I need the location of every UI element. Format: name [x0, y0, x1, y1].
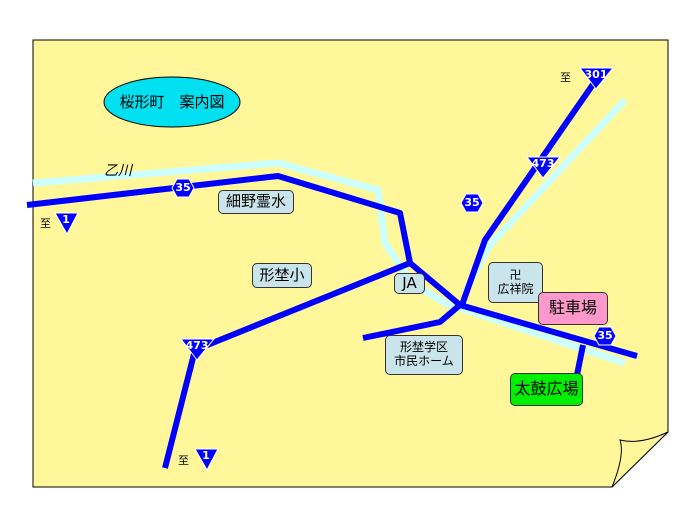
map-title: 桜形町 案内図 [119, 93, 225, 111]
citizen-hall-line1: 形埜学区 [399, 340, 448, 355]
route-473-label: 473 [531, 157, 555, 170]
route-1-label: 1 [62, 213, 70, 226]
taiko-plaza-label: 太鼓広場 [510, 373, 583, 406]
direction-to-1-west: 至 [40, 217, 51, 230]
title-ellipse [103, 76, 241, 128]
route-35-label: 35 [464, 196, 480, 209]
route-35-label: 35 [175, 181, 191, 194]
route-35-hexagon [593, 326, 617, 346]
route-473-north [459, 78, 599, 307]
temple-name: 広祥院 [497, 281, 534, 296]
route-35-label: 35 [597, 329, 613, 342]
river-label: 乙川 [104, 163, 132, 179]
route-35 [26, 173, 638, 359]
route-35-hexagon [171, 178, 195, 198]
route-1-label: 1 [202, 449, 210, 462]
parking-label: 駐車場 [538, 292, 608, 325]
ja-label: JA [394, 273, 425, 294]
direction-to-1-south: 至 [178, 454, 189, 467]
kosho-in-temple-label: 卍 広祥院 [488, 262, 543, 303]
route-1-triangle [54, 212, 79, 236]
road-to-taiko [574, 344, 586, 376]
route-1-triangle [194, 448, 219, 472]
route-473-label: 473 [185, 339, 209, 352]
route-35-hexagon [460, 193, 484, 213]
direction-to-301: 至 [560, 71, 571, 84]
hosono-reisui-label: 細野霊水 [218, 190, 294, 214]
route-473-triangle [525, 156, 562, 179]
katano-school-label: 形埜小 [252, 263, 312, 288]
road-to-hall [362, 302, 462, 341]
temple-icon: 卍 [509, 267, 522, 282]
route-301-label: 301 [584, 68, 608, 81]
route-473-triangle [179, 338, 216, 361]
citizen-hall-label: 形埜学区 市民ホーム [385, 335, 463, 375]
citizen-hall-line2: 市民ホーム [394, 354, 454, 368]
paper-curl [611, 431, 669, 488]
route-301-triangle [578, 67, 615, 90]
